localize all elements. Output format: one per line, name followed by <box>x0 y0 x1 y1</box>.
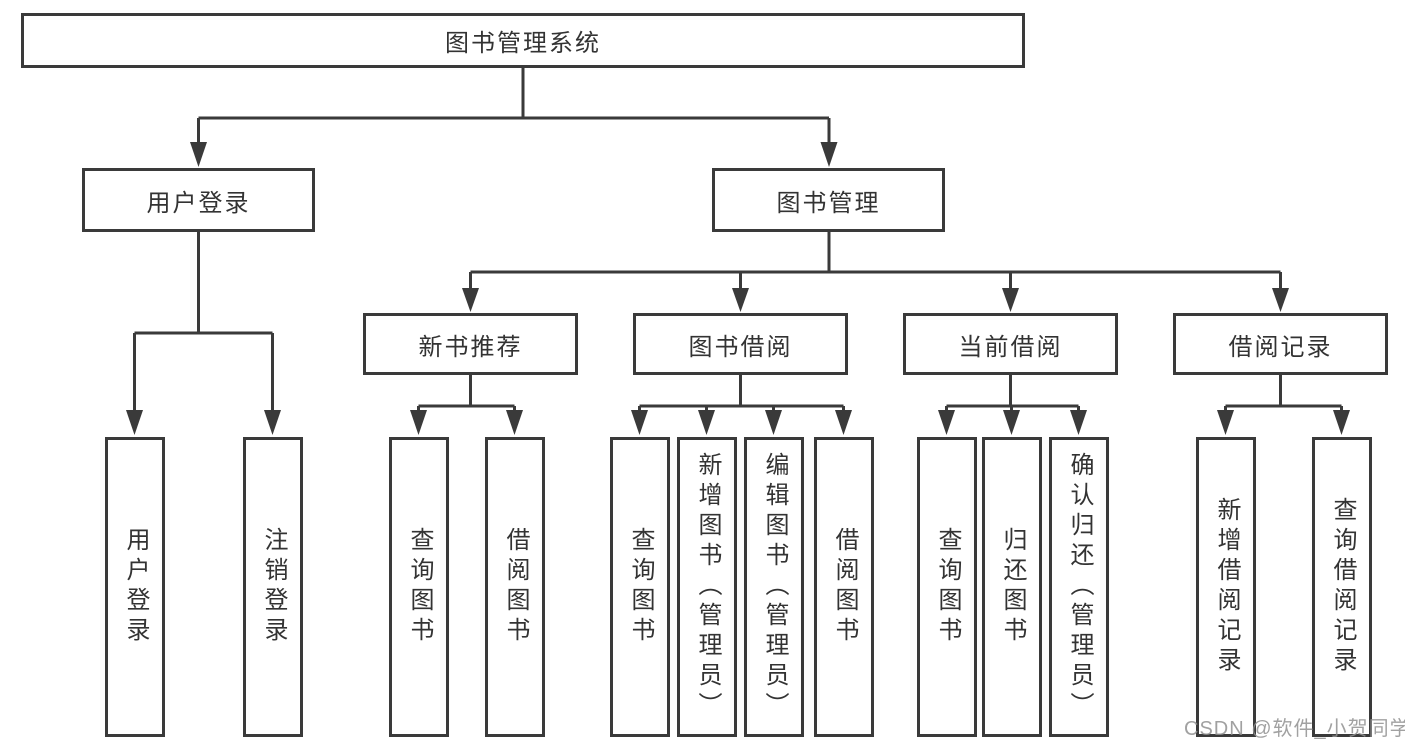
node-label: 图书管理 <box>776 189 881 217</box>
node-user-login: 用户登录 <box>82 168 315 232</box>
arrowhead <box>1333 410 1350 435</box>
arrowhead <box>938 410 955 435</box>
arrowhead <box>631 410 648 435</box>
arrowhead <box>1070 410 1087 435</box>
arrowhead <box>190 142 207 167</box>
csdn-watermark: CSDN @软件_小贺同学 <box>1184 718 1405 740</box>
leaf-logout: 注销登录 <box>243 437 303 737</box>
node-library-system: 图书管理系统 <box>21 13 1025 68</box>
arrowhead <box>410 410 427 435</box>
arrowhead <box>1217 410 1234 435</box>
node-book-management: 图书管理 <box>712 168 945 232</box>
leaf-label: 归还图书 <box>999 527 1026 647</box>
arrowhead <box>732 288 749 312</box>
leaf-borrow-books: 借阅图书 <box>814 437 874 737</box>
arrowhead <box>765 410 782 435</box>
connector-borrow-children <box>638 375 845 412</box>
node-current-borrow: 当前借阅 <box>903 313 1118 375</box>
node-label: 新书推荐 <box>418 333 523 361</box>
leaf-label: 借阅图书 <box>831 527 858 647</box>
node-label: 当前借阅 <box>958 333 1063 361</box>
leaf-query-borrow-record: 查询借阅记录 <box>1312 437 1372 737</box>
arrowhead <box>506 410 523 435</box>
leaf-label: 查询借阅记录 <box>1329 497 1356 677</box>
connector-records-children <box>1224 375 1343 412</box>
connector-userlogin-children <box>133 232 274 412</box>
leaf-query-books: 查询图书 <box>610 437 670 737</box>
node-new-book-recommend: 新书推荐 <box>363 313 578 375</box>
leaf-confirm-return-admin: 确认归还（管理员） <box>1049 437 1109 737</box>
leaf-label: 用户登录 <box>122 527 149 647</box>
leaf-label: 确认归还（管理员） <box>1066 452 1093 722</box>
leaf-borrow-books-recommend: 借阅图书 <box>485 437 545 737</box>
arrowhead <box>1002 288 1019 312</box>
arrowhead <box>835 410 852 435</box>
connector-bookmgmt-to-level3 <box>469 232 1282 290</box>
connector-root-to-level2 <box>197 68 831 144</box>
arrowhead <box>462 288 479 312</box>
leaf-query-books-recommend: 查询图书 <box>389 437 449 737</box>
arrowhead <box>126 410 143 435</box>
leaf-label: 编辑图书（管理员） <box>761 452 788 722</box>
arrowhead <box>820 142 838 167</box>
connector-newbook-children <box>417 375 516 412</box>
arrowhead <box>1272 288 1289 312</box>
leaf-edit-books-admin: 编辑图书（管理员） <box>744 437 804 737</box>
arrowhead <box>264 410 281 435</box>
leaf-add-borrow-record: 新增借阅记录 <box>1196 437 1256 737</box>
leaf-label: 查询图书 <box>406 527 433 647</box>
leaf-label: 查询图书 <box>627 527 654 647</box>
leaf-label: 新增图书（管理员） <box>694 452 721 722</box>
node-label: 用户登录 <box>146 189 251 217</box>
leaf-return-books: 归还图书 <box>982 437 1042 737</box>
connector-lines <box>133 68 1343 412</box>
leaf-label: 新增借阅记录 <box>1213 497 1240 677</box>
connector-current-children <box>945 375 1080 412</box>
node-borrow-records: 借阅记录 <box>1173 313 1388 375</box>
leaf-add-books-admin: 新增图书（管理员） <box>677 437 737 737</box>
node-label: 借阅记录 <box>1228 333 1333 361</box>
arrowhead <box>1003 410 1020 435</box>
arrowhead <box>698 410 715 435</box>
node-label: 图书管理系统 <box>445 30 601 57</box>
leaf-label: 查询图书 <box>934 527 961 647</box>
arrowheads <box>126 142 1350 435</box>
leaf-label: 注销登录 <box>260 527 287 647</box>
leaf-user-login: 用户登录 <box>105 437 165 737</box>
node-label: 图书借阅 <box>688 333 793 361</box>
leaf-query-current: 查询图书 <box>917 437 977 737</box>
leaf-label: 借阅图书 <box>502 527 529 647</box>
node-book-borrow: 图书借阅 <box>633 313 848 375</box>
